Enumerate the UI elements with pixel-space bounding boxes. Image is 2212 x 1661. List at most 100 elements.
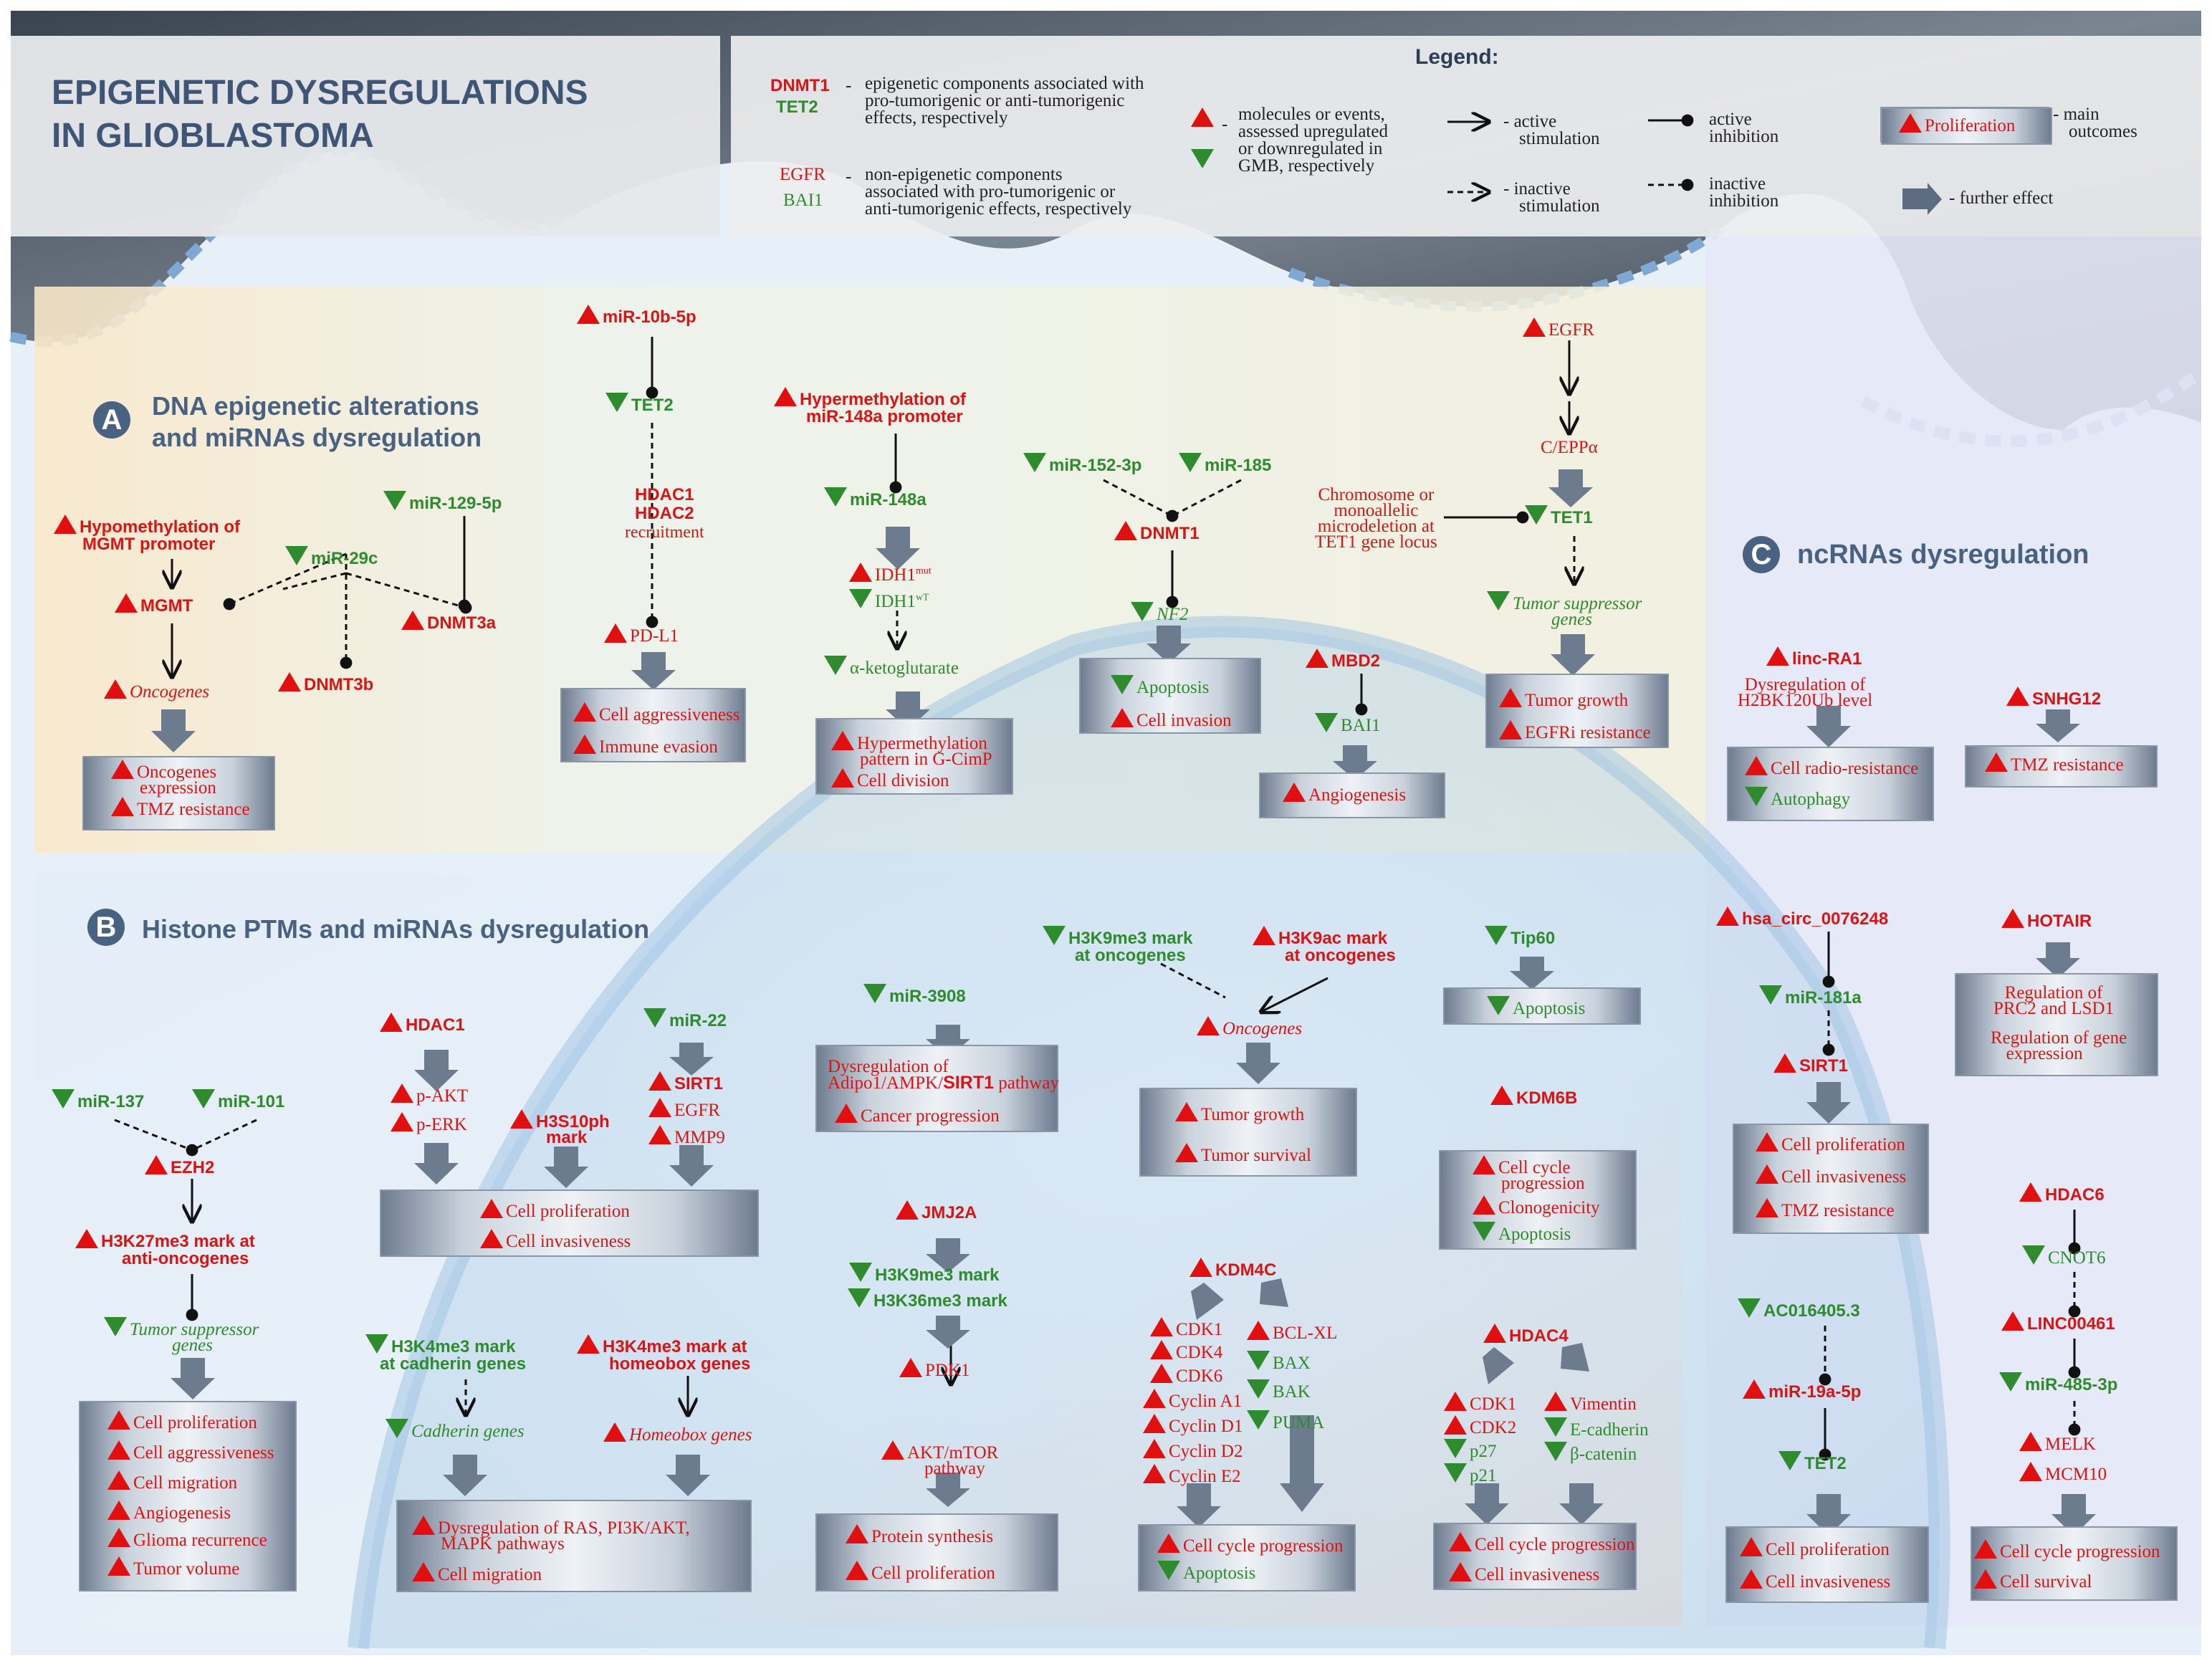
further-effect-arrows bbox=[151, 469, 2096, 1536]
node-sirt1-c: SIRT1 bbox=[1773, 1053, 1848, 1075]
outcome-apoptosis-kdm6b: Apoptosis bbox=[1473, 1222, 1571, 1243]
node-tip60: Tip60 bbox=[1485, 926, 1555, 947]
node-oncogenes-b: Oncogenes bbox=[1197, 1016, 1302, 1038]
legend-outcome-example: Proliferation bbox=[1899, 113, 2015, 135]
node-tet2-a: TET2 bbox=[605, 393, 674, 414]
node-pdl1: PD-L1 bbox=[604, 623, 679, 645]
outcome-prolif-c2: Cell proliferation bbox=[1740, 1537, 1890, 1559]
node-kdm6b: KDM6B bbox=[1490, 1086, 1577, 1107]
legend-title: Legend: bbox=[1415, 45, 1499, 69]
outcome-cancer-progression: Cancer progression bbox=[835, 1104, 1000, 1125]
node-egfr-a: EGFR bbox=[1523, 317, 1594, 339]
outcome-apoptosis-b1: Apoptosis bbox=[1157, 1561, 1255, 1582]
node-mgmt: MGMT bbox=[115, 593, 193, 615]
node-mir185: miR-185 bbox=[1179, 453, 1271, 474]
node-dnmt3a: DNMT3a bbox=[401, 611, 496, 632]
node-hdac1-b: HDAC1 bbox=[380, 1013, 465, 1034]
legend-nonepi-green: BAI1 bbox=[783, 191, 823, 210]
node-bai1: BAI1 bbox=[1315, 713, 1381, 734]
node-h3k9me3: H3K9me3 mark bbox=[849, 1263, 999, 1284]
section-c-title: ncRNAs dysregulation bbox=[1797, 540, 2089, 570]
node-hotair: HOTAIR bbox=[2001, 909, 2092, 930]
node-cdk6: CDK6 bbox=[1150, 1364, 1222, 1385]
node-dnmt1-a: DNMT1 bbox=[1114, 521, 1200, 542]
section-b-title: Histone PTMs and miRNAs dysregulation bbox=[142, 914, 650, 944]
section-a-badge: A bbox=[93, 401, 130, 439]
node-dnmt3b: DNMT3b bbox=[278, 672, 373, 694]
node-mir137: miR-137 bbox=[52, 1089, 144, 1111]
node-homeobox-genes: Homeobox genes bbox=[603, 1422, 752, 1444]
node-ezh2: EZH2 bbox=[145, 1155, 214, 1177]
node-kdm4c: KDM4C bbox=[1189, 1258, 1276, 1279]
legend-nonepi-dash: - bbox=[846, 167, 852, 186]
node-snhg12: SNHG12 bbox=[2006, 686, 2101, 708]
node-p21: p21 bbox=[1444, 1463, 1497, 1485]
outcome-migration-b: Cell migration bbox=[412, 1562, 542, 1584]
node-melk: MELK bbox=[2019, 1432, 2096, 1453]
node-jmj2a: JMJ2A bbox=[896, 1200, 977, 1222]
outcome-tmz-a: TMZ resistance bbox=[111, 797, 250, 818]
legend-further: - further effect bbox=[1949, 188, 2054, 208]
node-cdk1-hdac4: CDK1 bbox=[1444, 1392, 1516, 1413]
node-egfr-b: EGFR bbox=[648, 1098, 720, 1119]
node-bak: BAK bbox=[1247, 1379, 1311, 1401]
node-mbd2: MBD2 bbox=[1306, 648, 1380, 670]
node-cebpa: C/EPPα bbox=[1541, 438, 1598, 457]
node-idh1-wt: IDH1wT bbox=[849, 589, 929, 611]
outcome-ccp-c: Cell cycle progression bbox=[1974, 1539, 2160, 1561]
outcome-cell-invasion-a: Cell invasion bbox=[1111, 708, 1232, 729]
outcome-tumor-growth-a: Tumor growth bbox=[1499, 688, 1628, 709]
legend-down-triangle bbox=[1191, 149, 1217, 171]
box-c-hotair bbox=[1955, 973, 2158, 1076]
node-mir148a: miR-148a bbox=[824, 487, 927, 509]
node-linc00461: LINC00461 bbox=[2001, 1311, 2115, 1333]
outcome-inv-b2: Cell invasiveness bbox=[480, 1229, 631, 1250]
outcome-prolif-b3: Cell proliferation bbox=[846, 1561, 995, 1582]
node-mir22: miR-22 bbox=[643, 1008, 727, 1030]
outcome-b1-volume: Tumor volume bbox=[107, 1556, 239, 1578]
node-cnot6: CNOT6 bbox=[2022, 1245, 2106, 1267]
node-tet2-c: TET2 bbox=[1778, 1451, 1847, 1473]
outcome-tumor-survival: Tumor survival bbox=[1175, 1143, 1311, 1164]
section-b-badge: B bbox=[87, 909, 125, 946]
outcome-tmz-c2: TMZ resistance bbox=[1756, 1198, 1895, 1220]
section-c-badge: C bbox=[1743, 536, 1780, 573]
outcome-survival-c: Cell survival bbox=[1974, 1569, 2092, 1591]
node-cyclin-d2: Cyclin D2 bbox=[1143, 1439, 1243, 1460]
node-cadherin-genes: Cadherin genes bbox=[386, 1419, 525, 1440]
node-bax: BAX bbox=[1247, 1351, 1311, 1372]
node-cyclin-d1: Cyclin D1 bbox=[1143, 1414, 1243, 1435]
outcome-egfri-resistance: EGFRi resistance bbox=[1499, 720, 1651, 742]
outcome-inv-c2: Cell invasiveness bbox=[1740, 1569, 1890, 1591]
node-cdk4: CDK4 bbox=[1150, 1340, 1222, 1361]
outcome-ras-pathways: Dysregulation of RAS, PI3K/AKT,MAPK path… bbox=[412, 1516, 690, 1553]
legend-up-triangle bbox=[1191, 107, 1217, 129]
node-mir10b: miR-10b-5p bbox=[577, 305, 696, 326]
legend-nonepi-red: EGFR bbox=[780, 165, 825, 184]
node-vimentin: Vimentin bbox=[1544, 1392, 1637, 1413]
node-mir152: miR-152-3p bbox=[1023, 453, 1141, 474]
node-h3k36me3: H3K36me3 mark bbox=[848, 1288, 1007, 1310]
node-oncogenes-a: Oncogenes bbox=[104, 679, 209, 701]
node-p27: p27 bbox=[1444, 1439, 1497, 1460]
outcome-immune-evasion: Immune evasion bbox=[573, 734, 718, 756]
node-p-akt: p-AKT bbox=[391, 1083, 468, 1105]
outcome-tumor-growth-b: Tumor growth bbox=[1175, 1102, 1304, 1124]
